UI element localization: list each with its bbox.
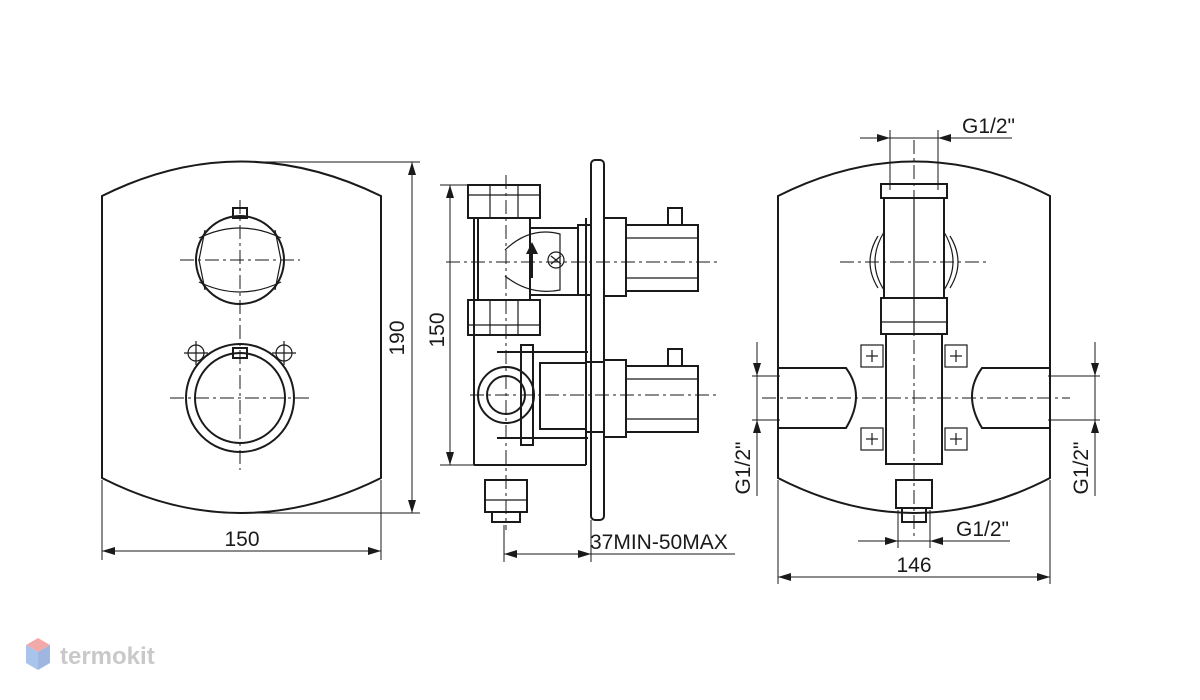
logo-text: termokit <box>60 643 155 670</box>
rear-top-thread-label: G1/2" <box>962 115 1015 138</box>
front-height-label: 190 <box>386 320 409 355</box>
termokit-logo: termokit <box>26 638 155 670</box>
rear-cover-plate <box>777 160 1051 514</box>
rear-bottom-thread-label: G1/2" <box>956 518 1009 541</box>
logo-cube-left <box>26 645 38 670</box>
front-width-dimension <box>101 480 382 560</box>
side-view: 150 37MIN-50MAX <box>426 159 735 562</box>
rear-left-thread-dimension <box>752 342 780 496</box>
side-depth-label: 37MIN-50MAX <box>590 531 728 554</box>
side-height-label: 150 <box>426 312 449 347</box>
side-depth-dimension <box>503 520 735 562</box>
front-width-label: 150 <box>224 528 259 551</box>
front-height-dimension <box>250 161 420 514</box>
logo-cube-right <box>38 645 50 670</box>
rear-width-dimension <box>777 480 1051 584</box>
front-view: 190 150 <box>101 160 420 560</box>
rear-view: G1/2" G1/2" G1/2" G1/2" <box>732 115 1100 584</box>
rear-width-label: 146 <box>896 554 931 577</box>
rear-bottom-thread-dimension <box>858 510 1010 548</box>
rear-right-thread-dimension <box>1048 342 1100 496</box>
rear-right-thread-label: G1/2" <box>1070 442 1093 495</box>
side-height-dimension <box>440 184 474 466</box>
rear-top-thread-dimension <box>860 130 1012 190</box>
rear-left-thread-label: G1/2" <box>732 442 755 495</box>
side-cover-plate <box>590 159 605 521</box>
side-valve-body <box>467 184 699 523</box>
front-cover-plate <box>101 160 382 514</box>
